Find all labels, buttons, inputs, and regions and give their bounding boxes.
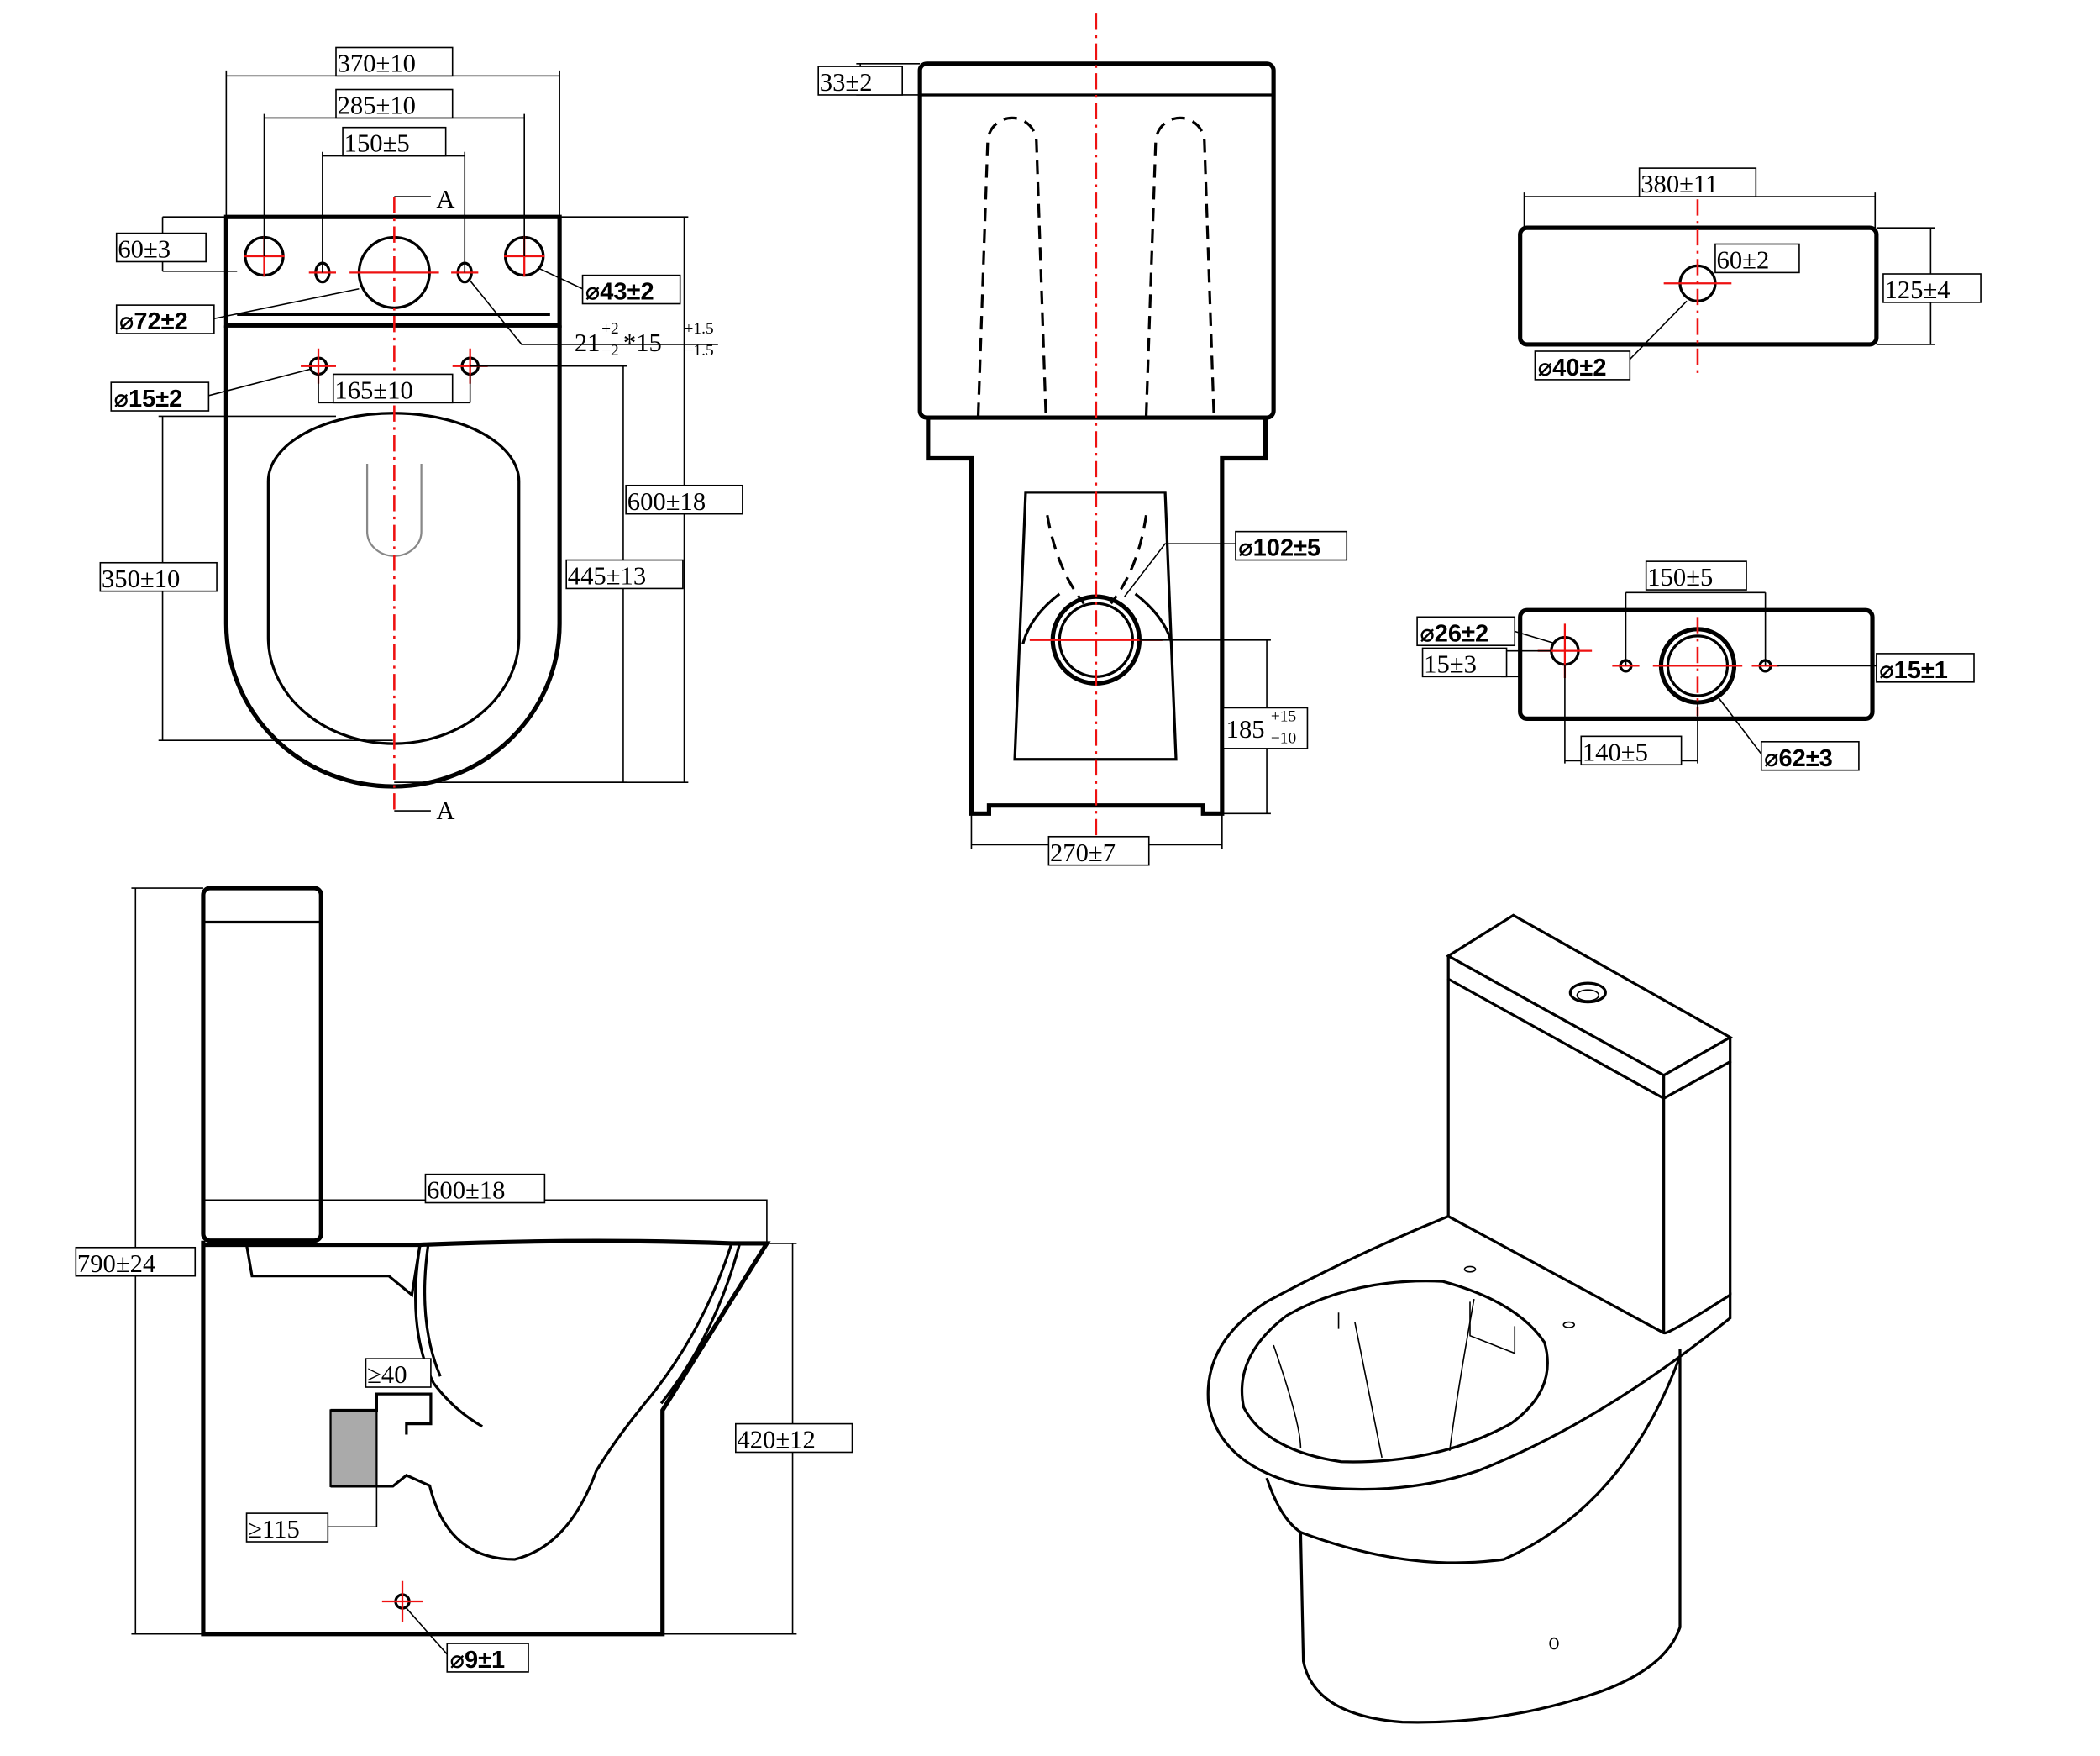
dim-side-floor-115: ≥115 [248,1515,300,1543]
iso-rim [1206,1215,1732,1491]
dim-slot-15: *15 [623,329,662,357]
dim-bottom-pitch-140: 140±5 [1583,738,1648,766]
dim-width-285: 285±10 [338,92,416,120]
dim-side-length-600: 600±18 [427,1176,505,1205]
tank-top-view: 380±11 60±2 125±4 ⌀40±2 [1518,167,1982,381]
dim-tank-width-380: 380±11 [1641,170,1718,198]
svg-text:+15: +15 [1271,708,1296,726]
dim-side-wall-40: ≥40 [367,1360,407,1389]
dim-side-hole-43: ⌀43±2 [585,279,654,306]
top-view-seat-opening [266,412,521,745]
svg-text:+2: +2 [601,320,619,338]
dim-offset-60: 60±3 [118,235,171,264]
section-mark-bottom: A [436,797,454,825]
tank-top-outline [1518,225,1879,347]
svg-text:−2: −2 [601,342,619,360]
dim-outlet-height-185: 185 [1226,715,1265,744]
iso-tank [1446,913,1733,1077]
dim-base-270: 270±7 [1050,839,1116,867]
dim-seat-hole-15: ⌀15±2 [113,386,182,413]
dim-tank-offset-60: 60±2 [1717,246,1770,275]
dim-outlet-102: ⌀102±5 [1238,535,1320,562]
dim-bottom-hole-15: ⌀15±1 [1879,657,1948,684]
dim-side-fix-9: ⌀9±1 [449,1647,505,1674]
dim-bottom-pitch-150: 150±5 [1647,563,1713,591]
front-view: 33±2 ⌀102±5 185 +15 −10 270±7 [817,13,1348,867]
tank-bottom-view: 150±5 ⌀26±2 15±3 ⌀15±1 140±5 ⌀62±3 [1416,560,1975,772]
dim-slot-21: 21 [575,329,601,357]
dim-bottom-hole-26: ⌀26±2 [1420,620,1488,647]
dim-seat-pitch-165: 165±10 [334,376,412,404]
svg-text:+1.5: +1.5 [685,320,714,338]
top-view: A A 370±10 285±10 150±5 60±3 ⌀72±2 ⌀43±2… [99,46,743,825]
side-view-tank [201,886,323,1243]
dim-bottom-offset-15: 15±3 [1424,649,1477,678]
svg-text:−1.5: −1.5 [685,342,714,360]
side-view-pan [201,1238,771,1637]
dim-tank-hole-40: ⌀40±2 [1538,355,1607,381]
side-view-concrete-block [329,1409,378,1487]
svg-text:−10: −10 [1271,729,1296,747]
dim-depth-445: 445±13 [568,562,646,591]
isometric-view [1206,913,1733,1724]
dim-outlet-72: ⌀72±2 [119,308,188,335]
side-view: 600±18 790±24 ≥40 ≥115 420±12 ⌀9±1 [75,886,853,1674]
top-view-bowl-outline [223,325,562,789]
dim-side-height-790: 790±24 [77,1249,155,1278]
iso-pedestal [1265,1349,1682,1724]
dim-bottom-valve-62: ⌀62±3 [1764,745,1833,772]
section-mark-top: A [436,185,454,213]
dim-width-370: 370±10 [338,50,416,78]
dim-bowl-350: 350±10 [102,565,180,593]
dim-pitch-150: 150±5 [344,129,410,158]
dim-side-pan-420: 420±12 [737,1426,815,1454]
dim-lid-33: 33±2 [820,68,873,97]
dim-length-600: 600±18 [627,487,706,516]
tank-bottom-outline [1518,607,1875,721]
dim-tank-depth-125: 125±4 [1885,276,1950,304]
